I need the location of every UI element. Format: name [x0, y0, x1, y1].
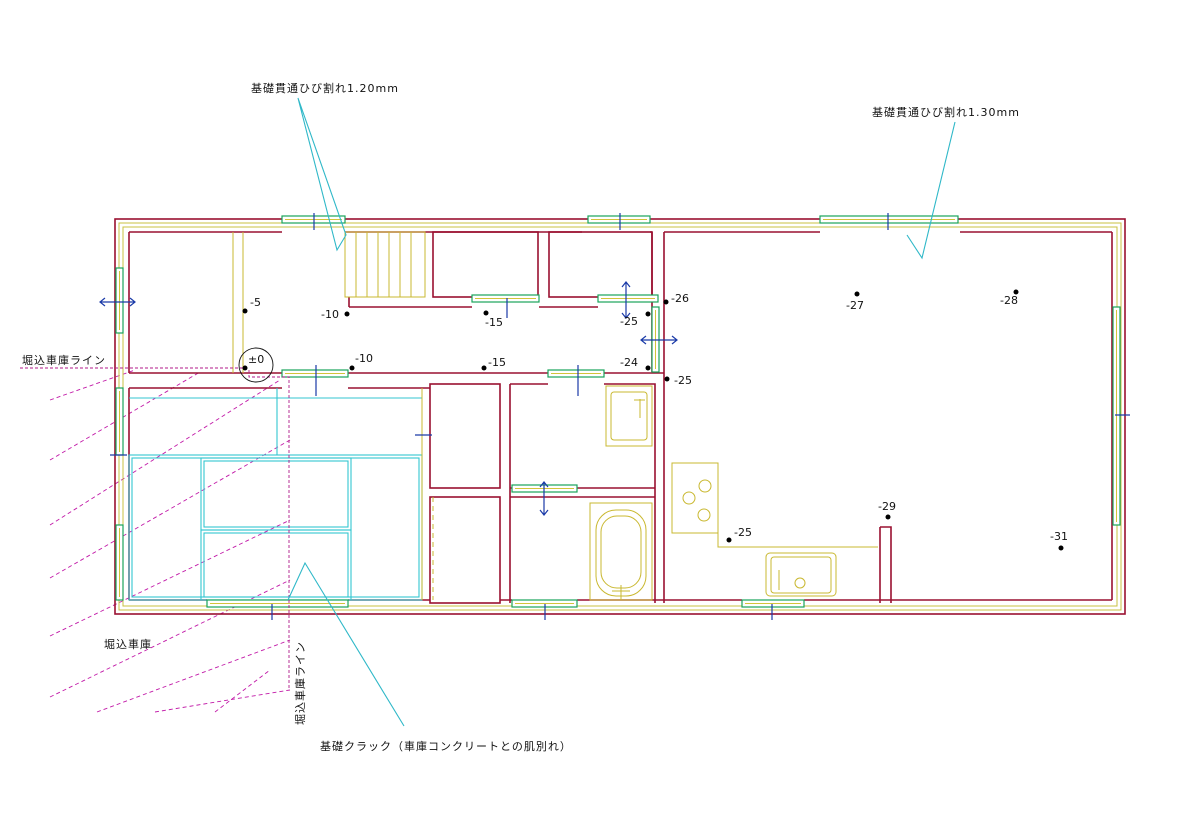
level-label: -29	[878, 500, 896, 513]
bath-fixtures	[589, 385, 653, 601]
level-dot	[664, 376, 670, 382]
hatch-line	[214, 669, 271, 713]
datum-circle	[238, 347, 274, 383]
level-dot	[483, 310, 489, 316]
level-dot	[1013, 289, 1019, 295]
leader-lines	[287, 97, 956, 727]
level-label: -5	[250, 296, 261, 309]
hatch-line	[96, 639, 291, 713]
annotations: 基礎貫通ひび割れ1.20mm 基礎貫通ひび割れ1.30mm 基礎クラック（車庫コ…	[22, 81, 1020, 753]
level-dot	[885, 514, 891, 520]
level-label: -24	[620, 356, 638, 369]
kitchen-fixtures	[671, 462, 878, 597]
level-dot	[242, 308, 248, 314]
garage-structure	[128, 388, 434, 601]
level-points: -5 -10 ±0 -10 -15 -15 -25 -26 -24 -25 -2…	[242, 289, 1068, 551]
hatch-line	[49, 371, 201, 461]
crack-annotation-right: 基礎貫通ひび割れ1.30mm	[872, 105, 1020, 119]
garage-line-label-left: 堀込車庫ライン	[22, 353, 106, 367]
level-dot	[349, 365, 355, 371]
garage-hatch-area	[49, 369, 291, 713]
stairs	[232, 231, 426, 373]
garage-line-label-vertical: 堀込車庫ライン	[293, 641, 307, 725]
level-dot	[242, 365, 248, 371]
level-label: -27	[846, 299, 864, 312]
level-dot	[726, 537, 732, 543]
garage-label: 堀込車庫	[104, 637, 152, 651]
level-dot	[663, 299, 669, 305]
level-label: -25	[734, 526, 752, 539]
garage-lines	[20, 367, 290, 690]
level-label: -10	[355, 352, 373, 365]
level-label: -31	[1050, 530, 1068, 543]
level-label: -25	[620, 315, 638, 328]
crack-annotation-bottom: 基礎クラック（車庫コンクリートとの肌別れ）	[320, 739, 572, 753]
level-label: ±0	[248, 353, 264, 366]
level-dot	[645, 311, 651, 317]
level-dot	[481, 365, 487, 371]
level-label: -25	[674, 374, 692, 387]
windows	[115, 215, 1121, 608]
hatch-line	[154, 689, 291, 713]
hatch-line	[49, 519, 291, 637]
level-dot	[854, 291, 860, 297]
level-label: -26	[671, 292, 689, 305]
level-dot	[645, 365, 651, 371]
level-label: -10	[321, 308, 339, 321]
hatch-line	[49, 579, 291, 698]
level-dot	[1058, 545, 1064, 551]
level-label: -15	[488, 356, 506, 369]
level-dot	[344, 311, 350, 317]
level-label: -15	[485, 316, 503, 329]
hatch-line	[49, 379, 281, 526]
exterior-walls	[114, 218, 1126, 615]
level-label: -28	[1000, 294, 1018, 307]
door-marks	[99, 213, 1130, 620]
hatch-line	[49, 369, 136, 401]
crack-annotation-left: 基礎貫通ひび割れ1.20mm	[251, 81, 399, 95]
